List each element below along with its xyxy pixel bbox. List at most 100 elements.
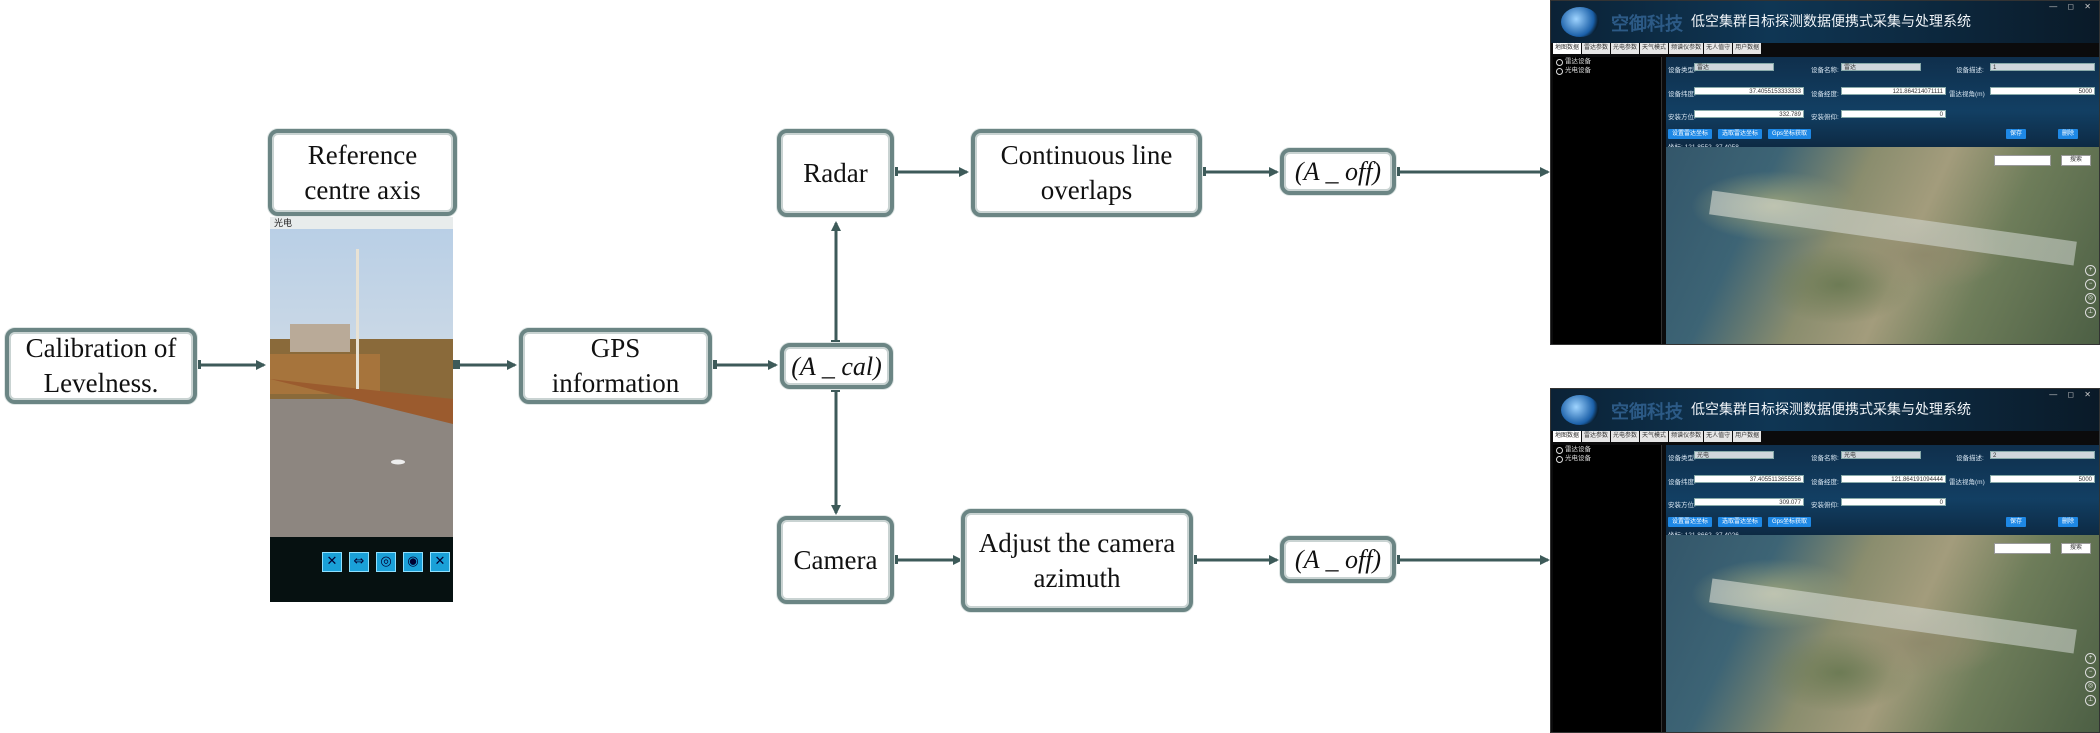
field-name[interactable]: 雷达	[1841, 63, 1921, 71]
field-tilt[interactable]: 0	[1841, 110, 1946, 118]
zoom-out-icon[interactable]: −	[2085, 279, 2096, 290]
set-coordinates-button[interactable]: 设置雷达坐标	[1668, 517, 1713, 527]
device-form: 设备类型: 雷达 设备名称: 雷达 设备描述: 1 设备纬度: 37.40551…	[1666, 57, 2099, 151]
tab-map-data[interactable]: 地图数据	[1553, 43, 1582, 54]
continuous-line-overlaps-node: Continuous line overlaps	[971, 129, 1202, 217]
pick-coordinates-button[interactable]: 选取雷达坐标	[1718, 129, 1763, 139]
tab-radar-params[interactable]: 雷达参数	[1582, 43, 1611, 54]
tab-unattended[interactable]: 无人值守	[1704, 431, 1733, 442]
app-tabs: 地图数据 雷达参数 光电参数 天气模式 频谱仪参数 无人值守 用户数据	[1553, 43, 2099, 54]
gps-fetch-button[interactable]: Gps坐标获取	[1768, 129, 1812, 139]
company-logo-icon	[1561, 395, 1599, 425]
locate-icon[interactable]: ◎	[2085, 681, 2096, 692]
pick-coordinates-button[interactable]: 选取雷达坐标	[1718, 517, 1763, 527]
tree-item-optical[interactable]: 光电设备	[1553, 66, 1661, 75]
tab-user-data[interactable]: 用户数据	[1733, 43, 1762, 54]
map-search-input[interactable]	[1994, 543, 2051, 554]
app-title: 低空集群目标探测数据便携式采集与处理系统	[1691, 401, 1971, 417]
radar-label: Radar	[803, 157, 868, 188]
tab-user-data[interactable]: 用户数据	[1733, 431, 1762, 442]
tab-optical-params[interactable]: 光电参数	[1611, 431, 1640, 442]
field-azimuth[interactable]: 332.789	[1694, 110, 1804, 118]
label-type: 设备类型:	[1668, 455, 1696, 462]
camera-phone-view: 光电	[270, 217, 453, 602]
field-desc[interactable]: 2	[1990, 451, 2095, 459]
levelness-calibration-label: Calibration of Levelness.	[25, 333, 177, 398]
save-button[interactable]: 保存	[2006, 517, 2027, 527]
map-coastline	[1709, 578, 2078, 654]
zoom-out-icon[interactable]: −	[2085, 667, 2096, 678]
delete-button[interactable]: 删除	[2058, 517, 2079, 527]
field-lat[interactable]: 121.864214071111	[1841, 87, 1946, 95]
company-logo-icon	[1561, 7, 1599, 37]
tab-weather-mode[interactable]: 天气模式	[1640, 431, 1669, 442]
field-azimuth[interactable]: 309.077	[1694, 498, 1804, 506]
radar-app-window: 空御科技 低空集群目标探测数据便携式采集与处理系统 — ◻ ✕ 地图数据 雷达参…	[1550, 0, 2100, 345]
zoom-in-icon[interactable]: +	[2085, 653, 2096, 664]
label-tilt: 安装俯仰:	[1811, 114, 1839, 121]
set-coordinates-button[interactable]: 设置雷达坐标	[1668, 129, 1713, 139]
tree-item-radar[interactable]: 雷达设备	[1553, 445, 1661, 454]
gps-information-node: GPS information	[519, 328, 712, 404]
label-lat: 设备经度:	[1811, 479, 1839, 486]
map-coastline	[1709, 190, 2078, 266]
a-off-top-label: (A _ off)	[1294, 157, 1382, 186]
move-icon[interactable]: ⇔	[349, 552, 369, 572]
satellite-map[interactable]: 搜索 + − ◎ ⊥	[1666, 535, 2099, 732]
field-range[interactable]: 5000	[1990, 87, 2095, 95]
reference-axis-label: Reference centre axis	[304, 139, 421, 205]
adjust-camera-azimuth-label: Adjust the camera azimuth	[978, 527, 1176, 593]
reference-axis-node: Reference centre axis	[268, 129, 457, 216]
aperture-icon[interactable]: ◉	[403, 552, 423, 572]
brand-name: 空御科技	[1611, 14, 1683, 34]
camera-icon[interactable]: ◎	[376, 552, 396, 572]
field-type[interactable]: 雷达	[1694, 63, 1774, 71]
field-range[interactable]: 5000	[1990, 475, 2095, 483]
crosshair-icon[interactable]: ✕	[322, 552, 342, 572]
save-button[interactable]: 保存	[2006, 129, 2027, 139]
ruler-icon[interactable]: ⊥	[2085, 307, 2096, 318]
ruler-icon[interactable]: ⊥	[2085, 695, 2096, 706]
app-tabs: 地图数据 雷达参数 光电参数 天气模式 频谱仪参数 无人值守 用户数据	[1553, 431, 2099, 442]
label-type: 设备类型:	[1668, 67, 1696, 74]
tab-spectrum-params[interactable]: 频谱仪参数	[1669, 431, 1704, 442]
field-lat[interactable]: 121.864191094444	[1841, 475, 1946, 483]
zoom-in-icon[interactable]: +	[2085, 265, 2096, 276]
label-lon: 设备纬度:	[1668, 479, 1696, 486]
a-off-bottom-node: (A _ off)	[1280, 536, 1396, 583]
field-lon[interactable]: 37.4055113655556	[1694, 475, 1804, 483]
field-desc[interactable]: 1	[1990, 63, 2095, 71]
device-tree: 雷达设备 光电设备	[1553, 57, 1662, 344]
delete-button[interactable]: 删除	[2058, 129, 2079, 139]
tree-item-radar[interactable]: 雷达设备	[1553, 57, 1661, 66]
camera-scene-image	[270, 229, 453, 537]
tab-map-data[interactable]: 地图数据	[1553, 431, 1582, 442]
crosshair-icon[interactable]: ✕	[430, 552, 450, 572]
label-azimuth: 安装方位:	[1668, 114, 1696, 121]
tab-spectrum-params[interactable]: 频谱仪参数	[1669, 43, 1704, 54]
field-lon[interactable]: 37.4055153333333	[1694, 87, 1804, 95]
gps-fetch-button[interactable]: Gps坐标获取	[1768, 517, 1812, 527]
gps-information-label: GPS information	[551, 333, 680, 398]
tab-radar-params[interactable]: 雷达参数	[1582, 431, 1611, 442]
field-name[interactable]: 光电	[1841, 451, 1921, 459]
locate-icon[interactable]: ◎	[2085, 293, 2096, 304]
camera-app-window: 空御科技 低空集群目标探测数据便携式采集与处理系统 — ◻ ✕ 地图数据 雷达参…	[1550, 388, 2100, 733]
label-lon: 设备纬度:	[1668, 91, 1696, 98]
map-search-input[interactable]	[1994, 155, 2051, 166]
map-search-button[interactable]: 搜索	[2061, 155, 2091, 166]
tab-unattended[interactable]: 无人值守	[1704, 43, 1733, 54]
label-range: 雷达视角(m)	[1949, 479, 1985, 486]
window-controls[interactable]: — ◻ ✕	[2049, 390, 2095, 399]
tab-weather-mode[interactable]: 天气模式	[1640, 43, 1669, 54]
window-controls[interactable]: — ◻ ✕	[2049, 2, 2095, 11]
label-name: 设备名称:	[1811, 455, 1839, 462]
field-type[interactable]: 光电	[1694, 451, 1774, 459]
map-search-button[interactable]: 搜索	[2061, 543, 2091, 554]
tree-item-optical[interactable]: 光电设备	[1553, 454, 1661, 463]
label-lat: 设备经度:	[1811, 91, 1839, 98]
label-range: 雷达视角(m)	[1949, 91, 1985, 98]
field-tilt[interactable]: 0	[1841, 498, 1946, 506]
satellite-map[interactable]: 搜索 + − ◎ ⊥	[1666, 147, 2099, 344]
tab-optical-params[interactable]: 光电参数	[1611, 43, 1640, 54]
